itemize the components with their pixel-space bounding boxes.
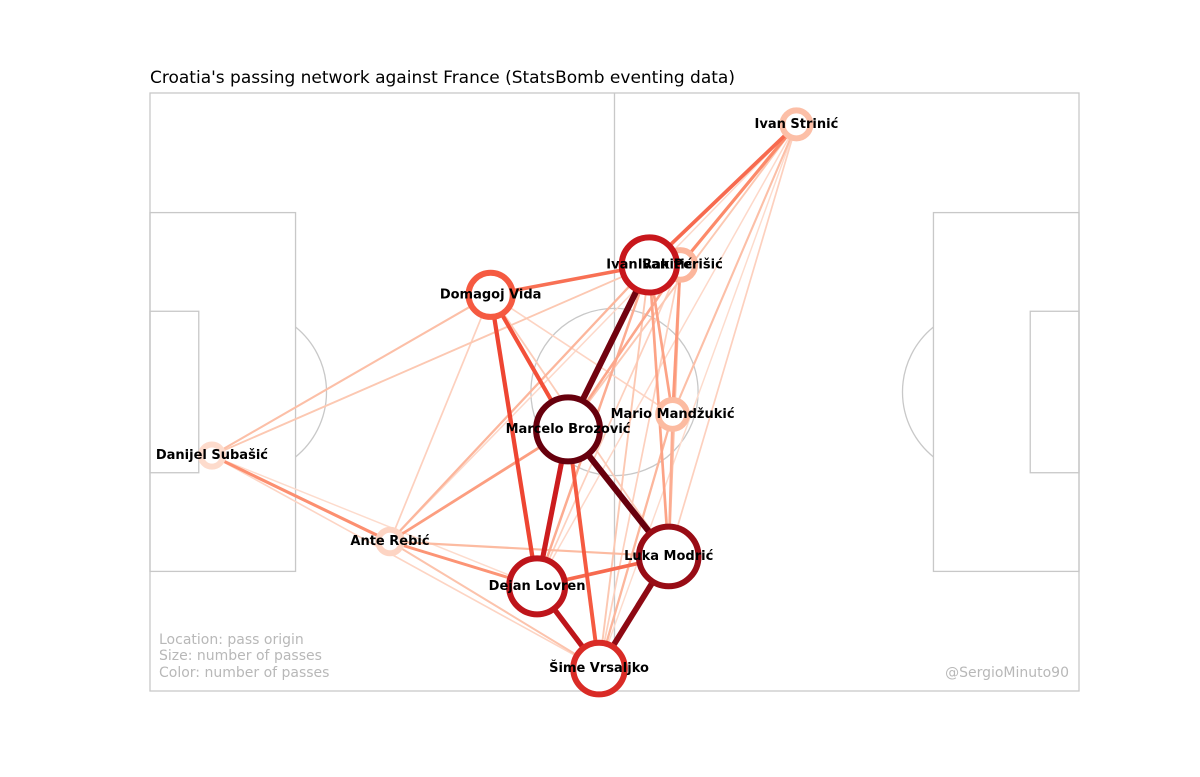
player-node-vrsaljko xyxy=(570,639,628,698)
left-penalty-area xyxy=(149,211,297,573)
player-label-lovren: Dejan Lovren xyxy=(489,579,586,594)
pass-line-subasic-rakitic xyxy=(211,264,650,457)
player-node-lovren xyxy=(506,555,569,618)
player-label-strinic: Ivan Strinić xyxy=(755,117,839,132)
pitch-markings xyxy=(149,92,1080,692)
pass-line-rakitic-vrsaljko xyxy=(598,264,651,669)
pass-line-subasic-lovren xyxy=(211,454,538,588)
player-node-rakitic xyxy=(618,234,680,296)
player-node-brozovic xyxy=(533,394,604,465)
pass-line-strinic-mandzukic xyxy=(671,123,798,415)
pass-line-rebic-rakitic xyxy=(389,264,651,543)
player-label-vrsaljko: Šime Vrsaljko xyxy=(549,660,649,676)
player-node-subasic xyxy=(197,441,227,470)
pass-line-vida-lovren xyxy=(488,294,540,587)
player-nodes xyxy=(197,107,814,698)
player-label-perisic: Ivan Perišić xyxy=(638,257,723,272)
pass-line-vida-mandzukic xyxy=(490,294,674,416)
player-node-rebic xyxy=(375,526,405,557)
player-label-vida: Domagoj Vida xyxy=(440,287,542,302)
player-label-modric: Luka Modrić xyxy=(624,549,714,564)
chart-title: Croatia's passing network against France… xyxy=(150,68,735,88)
player-label-mandzukic: Mario Mandžukić xyxy=(611,407,735,422)
pass-line-rebic-brozovic xyxy=(389,428,569,543)
player-label-brozovic: Marcelo Brozović xyxy=(506,422,631,437)
pass-line-strinic-vrsaljko xyxy=(598,124,798,669)
pass-line-subasic-rebic xyxy=(211,454,391,543)
pass-line-rakitic-strinic xyxy=(648,123,798,267)
legend-size: Size: number of passes xyxy=(159,648,322,664)
right-penalty-arc xyxy=(901,326,934,458)
pass-line-mandzukic-vrsaljko xyxy=(597,414,674,669)
pass-line-brozovic-vrsaljko xyxy=(566,429,601,669)
pass-line-strinic-rebic xyxy=(389,123,797,543)
player-node-strinic xyxy=(779,107,814,142)
pass-line-perisic-vrsaljko xyxy=(598,264,682,669)
author-credit: @SergioMinuto90 xyxy=(945,665,1069,681)
player-label-subasic: Danijel Subašić xyxy=(156,448,268,463)
legend-location: Location: pass origin xyxy=(159,632,304,648)
player-node-vida xyxy=(465,269,516,320)
legend: Location: pass origin Size: number of pa… xyxy=(159,632,329,681)
player-node-mandzukic xyxy=(655,397,690,432)
legend-color: Color: number of passes xyxy=(159,665,329,681)
left-six-yard-box xyxy=(149,310,200,474)
player-label-rebic: Ante Rebić xyxy=(350,534,429,549)
pass-line-strinic-modric xyxy=(667,124,798,557)
player-node-modric xyxy=(635,523,702,590)
player-label-rakitic: Ivan Rakitić xyxy=(606,257,692,272)
left-penalty-arc xyxy=(295,326,328,458)
pass-line-vida-rebic xyxy=(389,294,492,542)
right-six-yard-box xyxy=(1029,310,1080,474)
pass-line-subasic-vrsaljko xyxy=(211,454,600,670)
pass-line-perisic-mandzukic xyxy=(671,264,682,415)
pass-line-perisic-strinic xyxy=(679,123,798,266)
pass-line-subasic-vida xyxy=(211,293,492,457)
pass-line-rebic-vrsaljko xyxy=(389,540,600,670)
right-penalty-area xyxy=(932,211,1080,573)
